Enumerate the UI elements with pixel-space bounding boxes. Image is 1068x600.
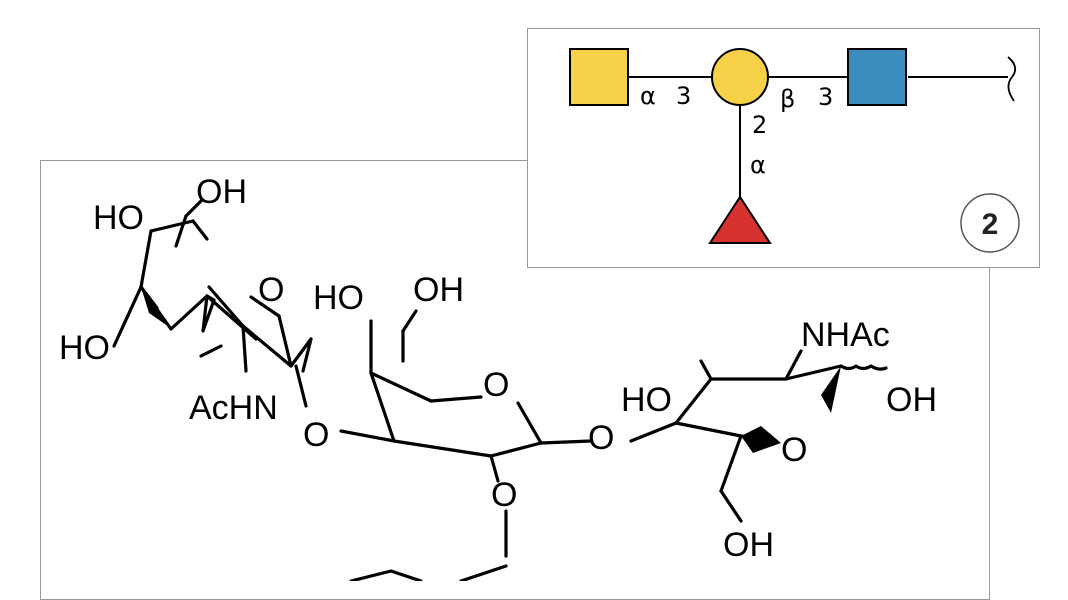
atom-label: O [258, 271, 284, 309]
linkage-position: 3 [676, 82, 691, 110]
compound-number: 2 [982, 208, 999, 241]
atom-label: HO [621, 381, 672, 419]
linkage-anomer: β [780, 85, 795, 113]
atom-label: HO [313, 279, 364, 317]
linkage-position: 3 [818, 83, 833, 111]
galactose-circle-icon [711, 48, 769, 106]
bonds [112, 199, 888, 583]
atom-label: OH [196, 173, 247, 211]
glcnac-square-icon [847, 48, 907, 106]
linkage-position: 2 [752, 111, 767, 139]
wedge-bond [371, 373, 395, 443]
linkage-anomer: α [750, 151, 766, 179]
atom-label: O [303, 416, 329, 454]
atom-label: HO [59, 329, 110, 367]
atom-label: O [781, 431, 807, 469]
atom-label: HO [93, 199, 144, 237]
compound-number-badge [960, 193, 1020, 253]
atom-label: AcHN [189, 389, 278, 427]
atom-label: NHAc [801, 316, 890, 354]
atom-label: OH [886, 381, 937, 419]
atom-label: OH [723, 526, 774, 564]
glycan-symbol-panel: α 3 β 3 2 α 2 [527, 28, 1040, 268]
atom-label: O [588, 419, 614, 457]
glycan-symbol-drawing: α 3 β 3 2 α 2 [569, 48, 1020, 253]
wedge-bond [821, 366, 841, 413]
wedge-bond [741, 426, 781, 453]
atom-label: OH [413, 271, 464, 309]
atom-label: O [491, 476, 517, 514]
structure-drawing: OH HO O HO AcHN O HO OH O O O HO NHAc O … [59, 173, 937, 583]
linkage-anomer: α [640, 82, 656, 110]
galnac-square-icon [569, 48, 629, 106]
glycosidic-bonds [628, 56, 1017, 209]
fucose-triangle-icon [708, 195, 772, 244]
atom-label: O [483, 366, 509, 404]
